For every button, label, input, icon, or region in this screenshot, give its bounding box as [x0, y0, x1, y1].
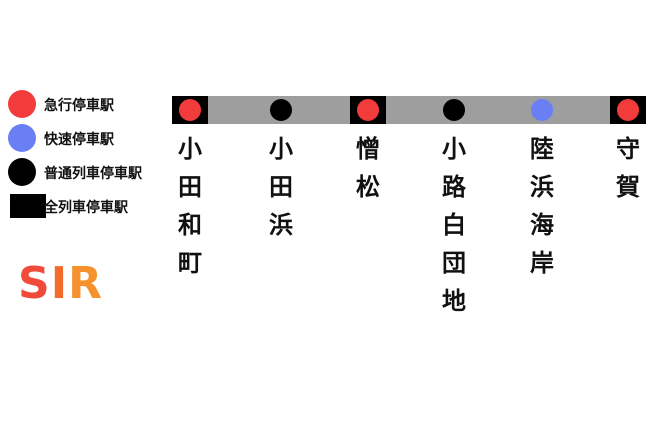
- legend-label: 普通列車停車駅: [44, 166, 142, 182]
- legend-label: 急行停車駅: [44, 98, 114, 114]
- express-stop-dot-icon: [179, 99, 201, 121]
- express-stop-dot-icon: [357, 99, 379, 121]
- logo-letter-s: S: [18, 258, 51, 309]
- blue-circle-icon: [8, 124, 36, 152]
- express-stop-dot-icon: [617, 99, 639, 121]
- local-stop-dot-icon: [270, 99, 292, 121]
- black-square-icon: [10, 194, 46, 218]
- station-name: 憎松: [356, 135, 380, 201]
- line-track: [176, 96, 641, 124]
- rapid-stop-dot-icon: [531, 99, 553, 121]
- logo-letter-r: R: [68, 258, 103, 309]
- station-name: 陸浜海岸: [530, 135, 554, 277]
- station-name: 小田浜: [269, 135, 293, 239]
- black-circle-icon: [8, 158, 36, 186]
- logo-letter-i: I: [50, 258, 69, 309]
- station-name: 小路白団地: [442, 135, 466, 315]
- station-name: 守賀: [616, 135, 640, 201]
- legend-label: 全列車停車駅: [44, 200, 128, 216]
- red-circle-icon: [8, 90, 36, 118]
- sir-logo: SIR: [18, 258, 103, 309]
- legend-label: 快速停車駅: [44, 132, 114, 148]
- local-stop-dot-icon: [443, 99, 465, 121]
- station-name: 小田和町: [178, 135, 202, 277]
